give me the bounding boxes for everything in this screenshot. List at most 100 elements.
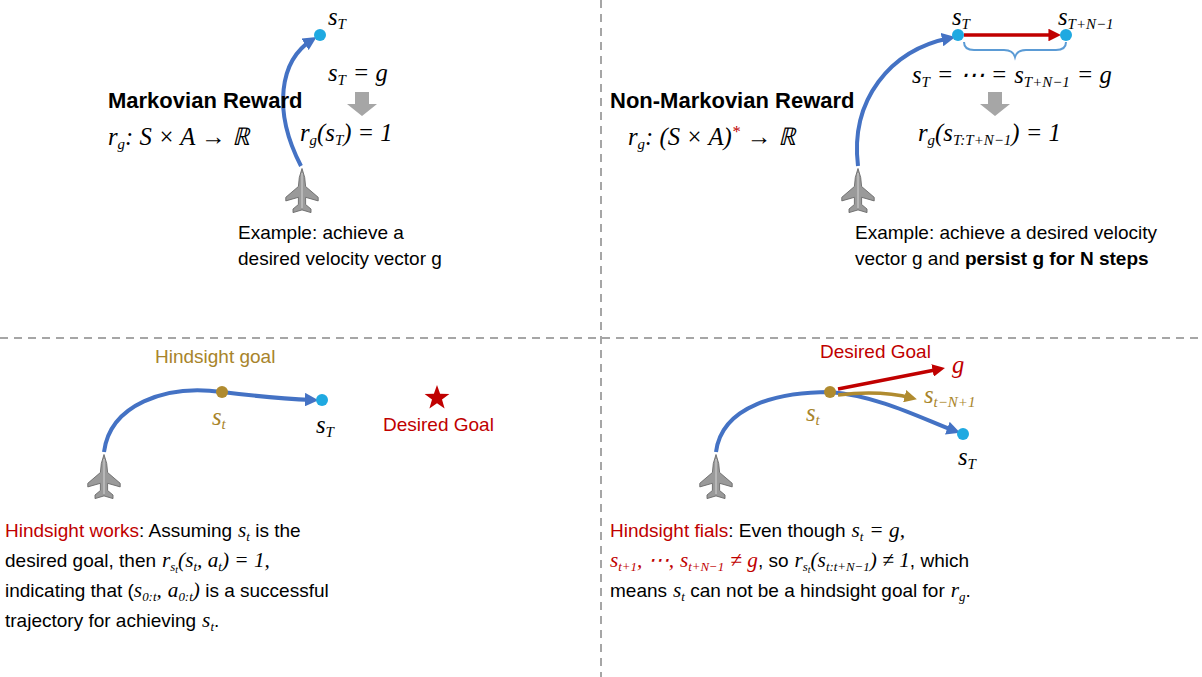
label-text: persist g for N steps xyxy=(965,248,1149,269)
math-symbol: T xyxy=(968,456,976,472)
text-line: Hindsight fials: Even thoughst= g, xyxy=(610,518,905,544)
math-symbol: (s xyxy=(935,119,953,146)
text-line: Hindsight works: Assumingstis the xyxy=(5,518,301,544)
math-symbol: s xyxy=(328,59,338,86)
math-symbol: ) = 1 xyxy=(1011,119,1060,146)
text-line: vector g andpersist g for N steps xyxy=(855,248,1149,271)
down-arrow xyxy=(980,92,1010,116)
math-symbol: = ⋯ = xyxy=(937,61,1008,88)
label-text: indicating that ( xyxy=(5,580,134,601)
label-text: desired goal, then xyxy=(5,550,156,571)
math-symbol: g xyxy=(952,351,964,378)
hindsight-dot xyxy=(824,386,836,398)
text-line: rg: S × A → ℝ xyxy=(108,122,250,154)
text-line: sT xyxy=(958,442,976,474)
math-symbol: T xyxy=(338,16,346,32)
text-line: st−N+1 xyxy=(924,380,975,412)
math-symbol: s xyxy=(610,548,618,572)
label-text: vector g and xyxy=(855,248,960,269)
math-symbol: = g xyxy=(353,59,388,86)
text-line: st xyxy=(212,402,226,434)
math-symbol: t xyxy=(222,416,226,432)
math-symbol: t xyxy=(218,559,222,574)
text-line: Example: achieve a xyxy=(238,222,404,245)
math-symbol: s xyxy=(806,399,816,426)
label-text: , which xyxy=(910,550,969,571)
text-line: Example: achieve a desired velocity xyxy=(855,222,1157,245)
label-text: is the xyxy=(255,520,300,541)
jet-icon xyxy=(286,169,318,213)
math-symbol: T+N−1 xyxy=(1068,16,1114,32)
label-text: Hindsight works xyxy=(5,520,139,541)
label-text: Hindsight fials xyxy=(610,520,728,541)
text-line: indicating that (s0:t,a0:t)is a successf… xyxy=(5,578,329,604)
text-line: trajectory for achieving st. xyxy=(5,608,219,634)
text-line: Markovian Reward xyxy=(108,88,302,114)
down-arrow xyxy=(347,92,377,116)
label-text: Hindsight goal xyxy=(155,346,275,367)
label-text: Example: achieve a xyxy=(238,222,404,243)
label-text: can not be a hindsight goal for xyxy=(690,580,945,601)
label-text: , so xyxy=(758,550,789,571)
math-symbol: s xyxy=(1058,3,1068,30)
math-symbol: ) xyxy=(193,578,200,602)
math-symbol: s xyxy=(852,518,860,542)
label-text: Desired Goal xyxy=(820,341,931,362)
label-text: desired velocity vector g xyxy=(238,248,442,269)
text-line: sT = g xyxy=(328,58,388,90)
math-symbol: r xyxy=(794,548,802,572)
math-symbol: T xyxy=(338,72,346,88)
math-symbol: r xyxy=(918,119,928,146)
math-symbol: s xyxy=(202,608,210,632)
math-symbol: (s xyxy=(811,548,826,572)
math-symbol: s xyxy=(912,61,922,88)
label-text: Non-Markovian Reward xyxy=(610,88,855,113)
text-line: st xyxy=(806,398,820,430)
jet-icon xyxy=(842,169,874,213)
math-symbol: ) = 1 xyxy=(343,119,392,146)
label-text: Example: achieve a desired velocity xyxy=(855,222,1157,243)
math-symbol: ) ≠ 1 xyxy=(870,548,910,572)
math-symbol: t xyxy=(210,619,214,634)
math-symbol: s xyxy=(170,559,175,574)
hindsight-arrow xyxy=(838,393,912,398)
math-symbol: g xyxy=(638,136,645,152)
text-line: Hindsight goal xyxy=(155,346,275,369)
text-line: sT+N−1 xyxy=(1058,2,1114,34)
math-symbol: s xyxy=(952,3,962,30)
divider-line xyxy=(0,337,1202,339)
math-symbol: = g xyxy=(1077,61,1112,88)
math-symbol: r xyxy=(300,119,310,146)
jet-icon xyxy=(700,455,732,499)
text-line: rg: (S × A)*→ ℝ xyxy=(628,122,796,154)
math-symbol: r xyxy=(951,578,959,602)
math-symbol: ) = 1, xyxy=(222,548,270,572)
math-symbol: t xyxy=(175,564,178,575)
math-symbol: = g, xyxy=(869,518,905,542)
math-symbol: (s xyxy=(317,119,335,146)
label-text: Markovian Reward xyxy=(108,88,302,113)
goal-star xyxy=(425,385,450,409)
math-symbol: : (S × A) xyxy=(645,123,732,150)
math-symbol: t:t+N−1 xyxy=(826,559,870,574)
label-text: trajectory for achieving xyxy=(5,610,196,631)
math-symbol: T xyxy=(326,424,334,440)
label-text: Desired Goal xyxy=(383,414,494,435)
math-symbol: 0:t xyxy=(178,589,192,604)
math-symbol: a xyxy=(168,578,179,602)
math-symbol: s xyxy=(212,403,222,430)
math-symbol: , a xyxy=(197,548,218,572)
brace xyxy=(964,42,1066,57)
divider-line xyxy=(600,0,602,677)
label-text: . xyxy=(214,610,219,631)
math-symbol: (s xyxy=(178,548,193,572)
math-symbol: g xyxy=(118,136,125,152)
math-symbol: s xyxy=(673,578,681,602)
math-symbol: g xyxy=(928,132,935,148)
persist-arrow xyxy=(964,33,1056,37)
text-line: Desired Goal xyxy=(383,414,494,437)
math-symbol: s xyxy=(924,381,934,408)
math-symbol: s xyxy=(1014,61,1024,88)
text-line: st+1, ⋯,st+N−1≠ g, sorst(st:t+N−1) ≠ 1, … xyxy=(610,548,969,576)
math-symbol: t−N+1 xyxy=(934,394,976,410)
